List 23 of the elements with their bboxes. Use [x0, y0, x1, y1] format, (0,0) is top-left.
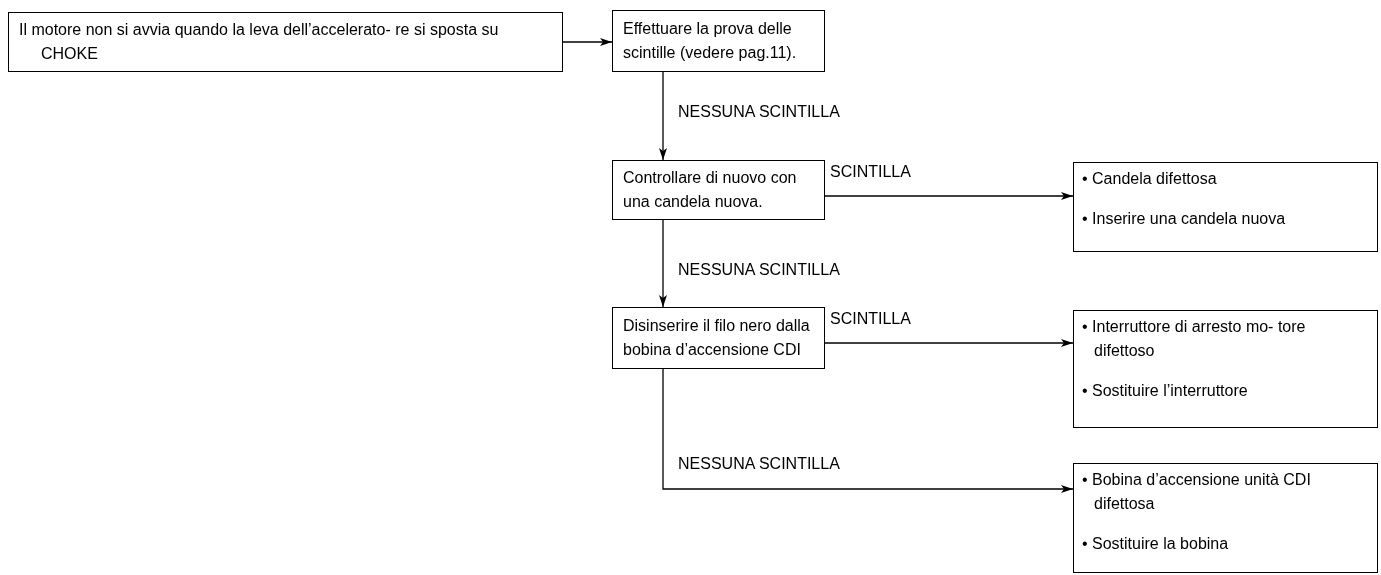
step-text: Effettuare la prova delle scintille (vedere pag.11). — [623, 19, 798, 63]
process-box — [612, 307, 825, 369]
arrow — [562, 38, 613, 46]
process-box — [612, 10, 825, 72]
result-box — [1073, 463, 1378, 573]
arrow — [824, 192, 1074, 200]
bullet-text: • Interruttore di arresto mo- tore difettoso — [1082, 317, 1307, 361]
bullet-text: • Bobina d’accensione unità CDI difettosa — [1082, 470, 1312, 514]
step-text: Controllare di nuovo con una candela nuova. — [623, 168, 798, 212]
step-text: Il motore non si avvia quando la leva dell’accelerato- re si sposta su CHOKE — [19, 20, 500, 64]
step-text: Disinserire il filo nero dalla bobina d’accensione CDI — [623, 316, 811, 360]
arrow — [824, 339, 1074, 347]
bullet-text: • Candela difettosa — [1082, 169, 1218, 189]
bullet-text: • Inserire una candela nuova — [1082, 209, 1287, 229]
result-box — [1073, 310, 1378, 428]
bullet-text: • Sostituire l’interruttore — [1082, 381, 1249, 401]
result-box — [1073, 162, 1378, 252]
process-box — [612, 160, 825, 220]
arrow — [659, 71, 667, 161]
arrow — [662, 368, 1074, 493]
bullet-text: • Sostituire la bobina — [1082, 534, 1230, 554]
start-box — [8, 12, 563, 72]
arrow — [659, 219, 667, 308]
